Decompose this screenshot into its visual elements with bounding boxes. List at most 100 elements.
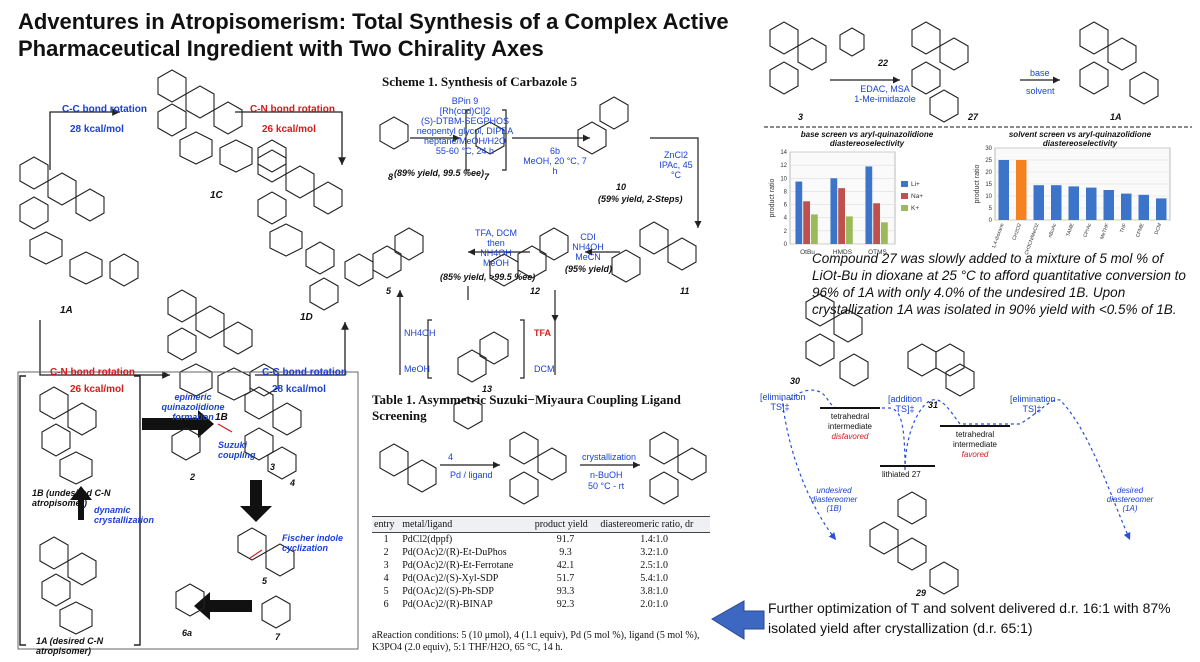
coupling-molecules	[769, 21, 1159, 123]
retro-label-5: 5	[262, 576, 268, 586]
table-header-row: entry metal/ligand product yield diaster…	[372, 516, 710, 533]
table1-solvent: n-BuOH	[590, 470, 623, 480]
cell-entry: 6	[383, 599, 389, 610]
y-tick-label: 12	[780, 163, 787, 169]
step4-line: CDI	[580, 232, 596, 242]
x-tick-label: DCM	[1154, 223, 1164, 236]
y-tick-label: 15	[985, 182, 992, 188]
legend-label: K+	[911, 205, 919, 212]
scheme-label-10: 10	[616, 182, 627, 192]
step2-line: MeOH, 20 °C, 7 h	[523, 156, 587, 176]
retro-label-2: 2	[190, 472, 196, 482]
compound27-note: Compound 27 was slowly added to a mixtur…	[812, 251, 1186, 317]
cell-yield: 92.3	[556, 599, 575, 610]
cn-rotation-label-1: C-N bond rotation	[250, 104, 335, 115]
label-1A: 1A	[60, 305, 73, 316]
bar	[1138, 194, 1149, 220]
table1-crystallization: crystallization	[582, 452, 637, 462]
retro-arrows	[70, 410, 272, 620]
bar	[803, 201, 810, 244]
bar	[1156, 198, 1167, 220]
loop-right-top: TFA	[534, 328, 551, 338]
retro-label-7: 7	[275, 632, 281, 642]
table1-title: Table 1. Asymmetric Suzuki−Miyaura Coupl…	[372, 392, 681, 423]
scheme-title: Scheme 1. Synthesis of Carbazole 5	[382, 74, 577, 89]
loop-right-bottom: DCM	[534, 364, 555, 374]
bar	[873, 203, 880, 244]
table1-pd-ligand: Pd / ligand	[450, 470, 493, 480]
bar	[1086, 187, 1097, 220]
scheme-arrows	[396, 134, 702, 375]
addition-ts: [addition TS]‡	[888, 394, 923, 414]
cell-yield: 51.7	[556, 573, 575, 584]
scheme-label-13: 13	[482, 384, 493, 394]
step4-line: NH4OH	[572, 242, 604, 252]
y-tick-label: 20	[985, 170, 992, 176]
mech-label-30: 30	[790, 376, 801, 386]
step5-line: MeOH	[482, 258, 509, 268]
molecule-1D	[257, 149, 343, 311]
desired-diastereomer: desired diastereomer (1A)	[1106, 486, 1154, 513]
undesired-diastereomer: undesired diastereomer (1B)	[810, 486, 858, 513]
cn-energy-label-1: 26 kcal/mol	[262, 124, 316, 135]
y-tick-label: 5	[989, 206, 993, 212]
coupling-label-3: 3	[798, 112, 804, 122]
big-blue-arrow	[711, 600, 765, 640]
table1-reagent-4: 4	[448, 452, 454, 462]
step1-line: heptane/MeOH/H2O	[423, 136, 507, 146]
base-screen-title: base screen vs aryl-quinazolidione diast…	[800, 130, 934, 148]
legend-swatch	[901, 181, 908, 187]
loop-left-top: NH4OH	[404, 328, 436, 338]
x-tick-label: OtBu	[800, 249, 815, 256]
bar	[881, 222, 888, 244]
cell-ligand: Pd(OAc)2/(S)-Ph-SDP	[402, 586, 494, 597]
step5-line: NH4OH	[480, 248, 512, 258]
legend-label: Li+	[911, 181, 920, 188]
scheme-label-12: 12	[530, 286, 541, 296]
fischer-label: Fischer indole cyclization	[282, 533, 344, 553]
mech-label-31: 31	[928, 400, 939, 410]
bar	[1103, 190, 1114, 220]
bar	[838, 188, 845, 244]
x-tick-label: MeTHF	[1099, 223, 1110, 241]
col-ligand: metal/ligand	[400, 516, 533, 533]
table1-molecules	[379, 396, 707, 505]
retro-molecules	[39, 386, 302, 635]
cell-yield: 93.3	[556, 586, 575, 597]
scheme-label-11: 11	[680, 286, 690, 296]
cn-rotation-label-2: C-N bond rotation	[50, 367, 135, 378]
cc-energy-label-1: 28 kcal/mol	[70, 124, 124, 135]
label-1C: 1C	[210, 190, 223, 201]
cell-dr: 3.8:1.0	[640, 586, 669, 597]
y-tick-label: 0	[784, 242, 788, 248]
suzuki-label: Suzuki coupling	[218, 440, 256, 460]
cell-ligand: PdCl2(dppf)	[402, 534, 453, 545]
retro-label-3: 3	[270, 462, 276, 472]
desired-label: 1A (desired C-N atropisomer)	[36, 636, 104, 656]
tet-right-line: intermediate	[952, 440, 998, 449]
legend-swatch	[901, 205, 908, 211]
undesired-label: 1B (undesired C-N atropisomer)	[32, 488, 111, 508]
col-dr: diastereomeric ratio, dr	[598, 516, 710, 533]
y-axis-label: product ratio	[974, 164, 981, 203]
table1-footnote: aReaction conditions: 5 (10 μmol), 4 (1.…	[372, 630, 700, 653]
cell-ligand: Pd(OAc)2/(R)-Et-DuPhos	[402, 547, 507, 558]
step2-conditions: 6b MeOH, 20 °C, 7 h	[520, 146, 590, 176]
y-axis-label: product ratio	[769, 178, 776, 217]
step5-line: then	[487, 238, 505, 248]
cell-dr: 2.5:1.0	[640, 560, 669, 571]
cell-dr: 3.2:1.0	[640, 547, 669, 558]
cell-ligand: Pd(OAc)2/(R)-Et-Ferrotane	[402, 560, 514, 571]
tet-left: tetrahedral intermediate disfavored	[818, 412, 882, 442]
dynamic-crystallization-label: dynamic crystallization	[94, 505, 155, 525]
cn-energy-label-2: 26 kcal/mol	[70, 384, 124, 395]
legend-label: Na+	[911, 193, 923, 200]
label-1B: 1B	[215, 412, 228, 423]
cell-yield: 42.1	[556, 560, 575, 571]
loop-left-bottom: MeOH	[404, 364, 431, 374]
